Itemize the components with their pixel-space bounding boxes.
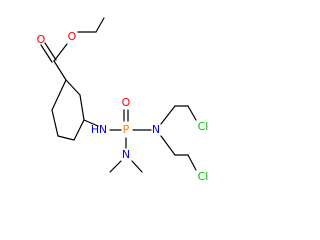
atom-labels: O O N H P O N N Cl Cl <box>37 30 209 183</box>
bond-carbonyl-double-a <box>40 44 53 63</box>
molecule-structure: O O N H P O N N Cl Cl <box>37 17 209 183</box>
bond-ring-3 <box>73 119 85 141</box>
bond-carbonyl-carbon-ring <box>53 60 67 81</box>
bond-ethyl <box>95 17 105 33</box>
atom-amide-nitrogen: N <box>99 123 107 136</box>
atom-dimethylamino-nitrogen: N <box>122 148 130 161</box>
bond-ring-2 <box>79 94 85 121</box>
atom-phosphorus: P <box>123 123 130 136</box>
bond-lower-arm-1 <box>160 135 176 156</box>
bond-ring-1 <box>65 79 81 96</box>
atom-phosphoryl-oxygen: O <box>122 96 131 109</box>
bond-carbonyl-carbon-ester-oxygen <box>53 43 68 62</box>
atom-chlorine-bottom: Cl <box>198 170 209 183</box>
bonds <box>40 17 197 173</box>
bond-lower-arm-3 <box>187 154 197 171</box>
atom-amide-hydrogen: H <box>91 123 99 136</box>
bond-upper-arm-1 <box>160 105 176 125</box>
atom-carbonyl-oxygen: O <box>37 33 46 46</box>
atom-chlorine-top: Cl <box>198 120 209 133</box>
atom-bis-chloroethyl-nitrogen: N <box>152 123 160 136</box>
atom-ester-oxygen: O <box>68 30 77 43</box>
bond-ring-amide-nitrogen <box>83 119 99 127</box>
bond-ring-4 <box>57 135 75 141</box>
bond-upper-arm-3 <box>187 105 197 121</box>
bond-ring-5 <box>51 109 59 137</box>
bond-ring-6 <box>51 79 67 111</box>
bond-dimethylamino-methyl-left <box>109 160 122 173</box>
bond-dimethylamino-methyl-right <box>131 160 143 173</box>
bond-carbonyl-double-b <box>44 42 57 61</box>
